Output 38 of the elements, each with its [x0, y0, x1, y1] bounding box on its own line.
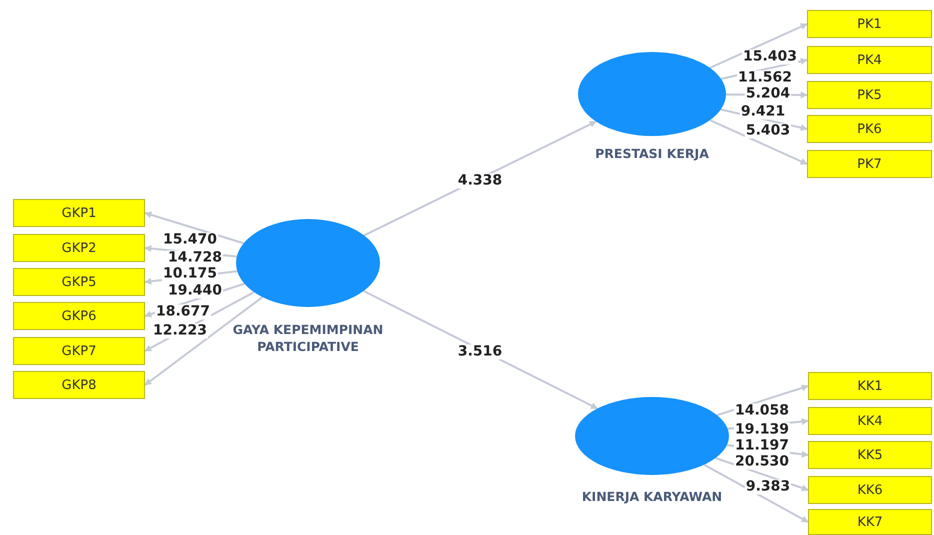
construct-label: PRESTASI KERJA	[594, 145, 710, 162]
indicator-box: PK4	[807, 46, 932, 74]
indicator-box: PK5	[807, 81, 932, 109]
construct-label: GAYA KEPEMIMPINAN PARTICIPATIVE	[232, 321, 384, 355]
path-coefficient-label: 10.175	[162, 266, 218, 282]
path-coefficient-label: 11.197	[734, 438, 790, 454]
indicator-box: GKP8	[13, 371, 145, 399]
indicator-box: GKP7	[13, 337, 145, 365]
arrow	[144, 296, 264, 386]
path-coefficient-label: 9.383	[744, 480, 792, 494]
path-coefficient-label: 19.440	[166, 284, 224, 298]
path-coefficient-label: 18.677	[154, 304, 212, 320]
path-coefficient-label: 4.338	[456, 174, 504, 188]
indicator-box: KK1	[808, 372, 932, 400]
path-coefficient-label: 20.530	[734, 454, 790, 470]
indicator-box: PK1	[807, 10, 932, 38]
indicator-box: PK7	[807, 150, 932, 178]
indicator-box: GKP5	[13, 268, 145, 296]
construct-label: KINERJA KARYAWAN	[580, 488, 724, 505]
arrow	[364, 120, 597, 236]
path-coefficient-label: 12.223	[152, 324, 208, 338]
path-coefficient-label: 15.403	[742, 50, 798, 64]
arrow	[144, 212, 244, 244]
indicator-box: GKP2	[13, 234, 145, 262]
path-coefficient-label: 3.516	[456, 344, 504, 360]
indicator-box: GKP6	[13, 302, 145, 330]
indicator-box: PK6	[807, 115, 932, 143]
path-coefficient-label: 9.421	[740, 104, 786, 120]
arrow	[710, 119, 808, 165]
arrow	[363, 290, 598, 410]
path-coefficient-label: 5.403	[744, 124, 792, 138]
arrow	[710, 23, 808, 69]
indicator-box: KK5	[808, 441, 932, 469]
indicator-box: GKP1	[13, 199, 145, 227]
indicator-box: KK4	[808, 407, 932, 435]
indicator-box: KK6	[808, 476, 932, 504]
indicator-box: KK7	[808, 509, 932, 535]
arrow	[704, 464, 809, 523]
